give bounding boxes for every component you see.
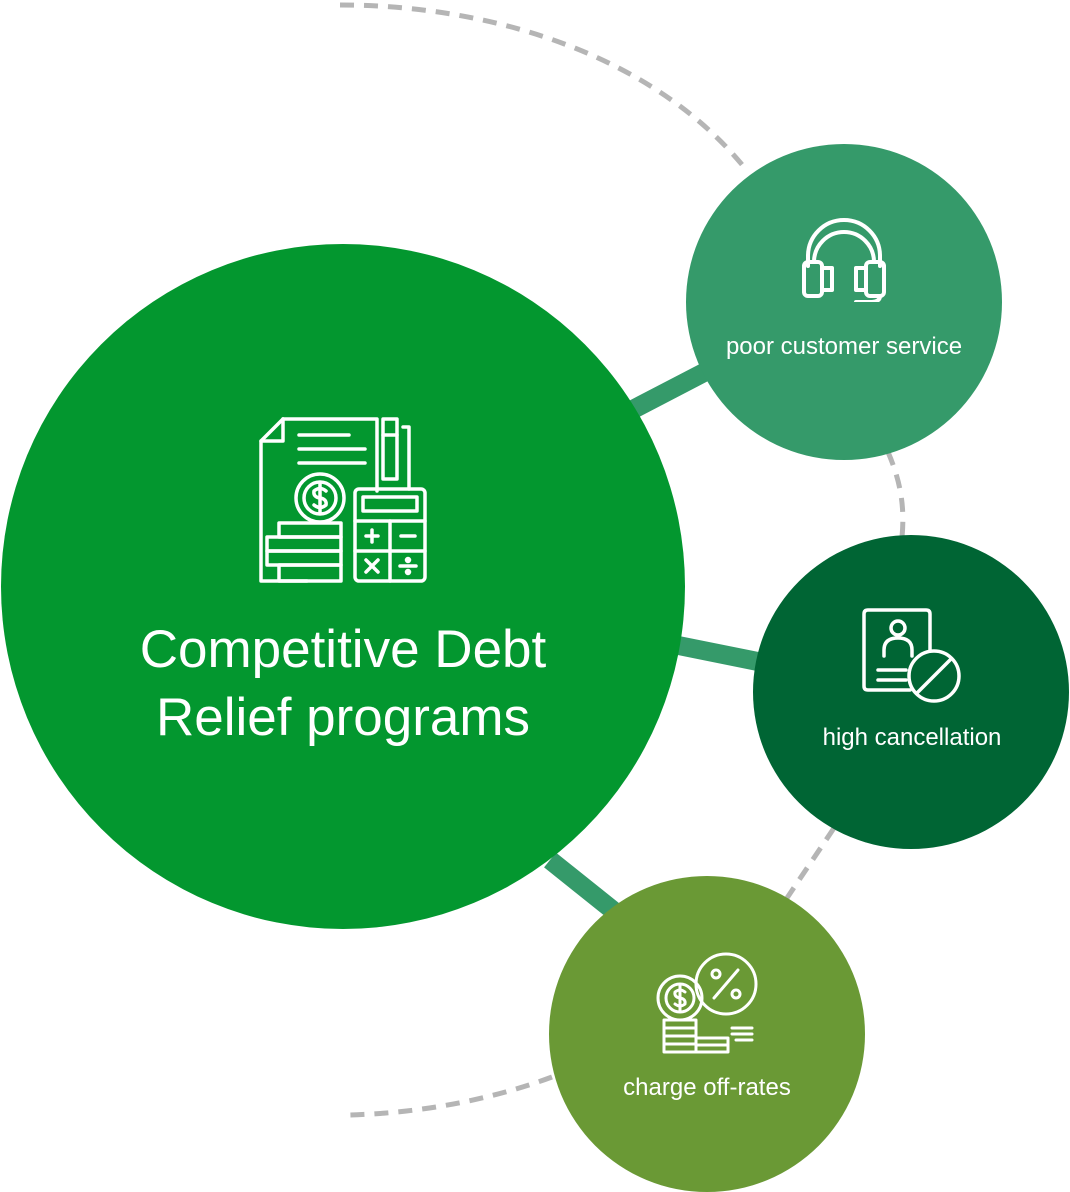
coins-percent-icon [656, 952, 758, 1054]
dashed-arc-lower-right [784, 826, 837, 900]
charge-off-rates-circle [549, 876, 865, 1192]
invoice-calculator-coins-icon [259, 417, 427, 583]
dashed-arc-right [885, 451, 906, 538]
main-label: Competitive Debt Relief programs [139, 620, 547, 747]
dashed-arc-top [339, 2, 750, 174]
profile-card-cancel-icon [862, 608, 961, 703]
high-cancellation-label: high cancellation [822, 724, 1002, 751]
poor-customer-service-label: poor customer service [725, 333, 963, 360]
charge-off-rates-label: charge off-rates [623, 1074, 791, 1101]
main-circle [1, 244, 685, 929]
high-cancellation-circle [753, 535, 1069, 849]
connector-main-charge [544, 852, 626, 924]
dashed-arc-bottom [349, 1074, 553, 1118]
poor-customer-service-circle [686, 144, 1002, 460]
connector-main-cancel [674, 635, 772, 674]
headset-icon [802, 218, 886, 302]
